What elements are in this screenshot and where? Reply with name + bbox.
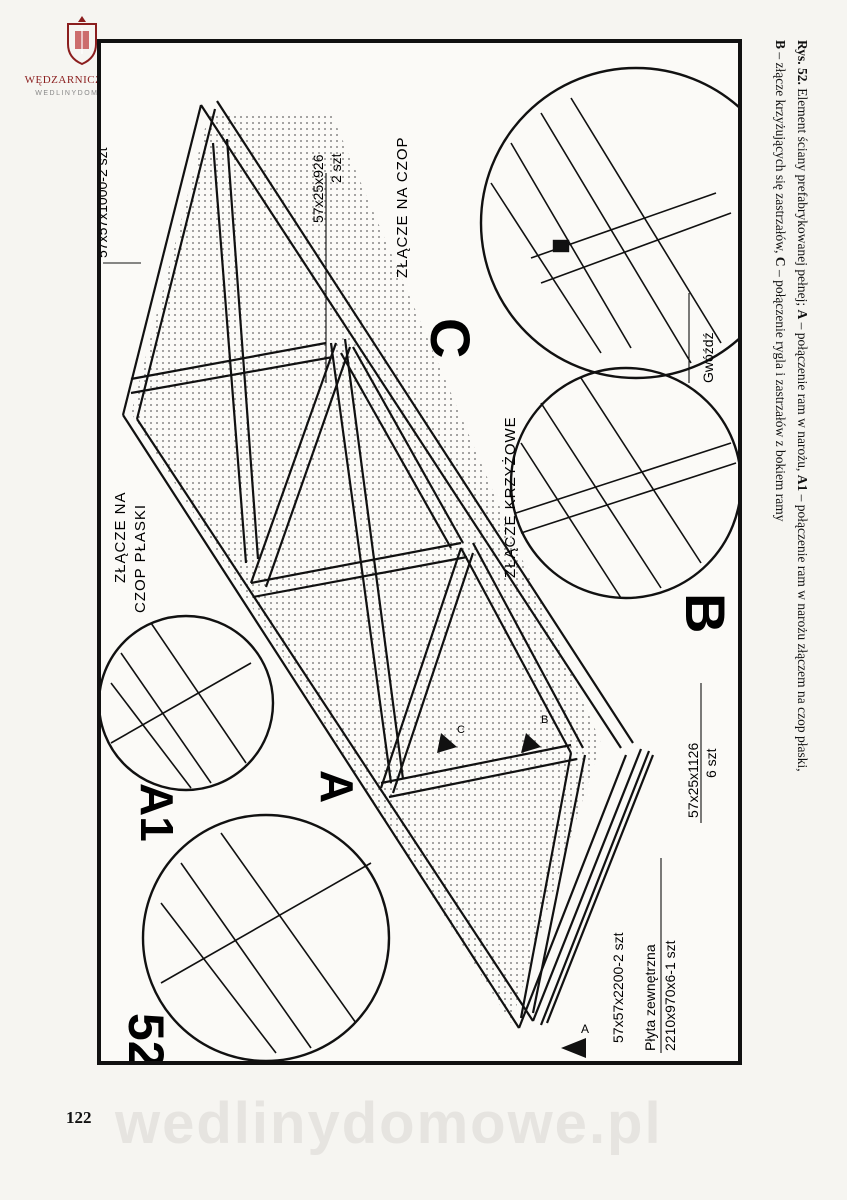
panel-infill <box>131 113 601 1023</box>
caption-desc: Element ściany prefabrykowanej pełnej; <box>795 84 810 310</box>
crest-icon <box>67 16 97 66</box>
joint-label-nail: Gwóźdź <box>700 332 716 383</box>
dim-stud-qty: 2 szt <box>328 153 344 183</box>
figure-number: 52 <box>118 1013 174 1061</box>
detail-circle-a <box>141 813 391 1061</box>
detail-circle-a1 <box>101 614 275 792</box>
frame-outline <box>121 100 655 1029</box>
dim-panel-2: 2210x970x6-1 szt <box>662 940 678 1051</box>
detail-label-c: C <box>419 318 482 358</box>
logo-subtitle: WEDLINYDOMOWE.PL <box>35 90 135 97</box>
detail-label-a1: A1 <box>131 783 183 842</box>
leader-lines <box>103 173 702 1053</box>
detail-circle-b <box>509 366 738 600</box>
arrow-a-icon <box>561 1038 586 1058</box>
view-arrows <box>437 733 586 1058</box>
arrow-label-a: A <box>581 1022 589 1036</box>
dim-stud: 57x25x926 <box>310 154 326 223</box>
arrow-c-icon <box>437 733 457 753</box>
figure-caption: Rys. 52. Element ściany prefabrykowanej … <box>763 40 813 1070</box>
caption-line-1: Rys. 52. Element ściany prefabrykowanej … <box>791 40 813 1070</box>
caption-desc-a1: – połączenie ram w narożu złączem na czo… <box>795 491 810 772</box>
caption-figure-ref: Rys. 52. <box>795 40 810 85</box>
caption-text: Rys. 52. Element ściany prefabrykowanej … <box>763 40 813 1070</box>
detail-circle-c <box>479 66 738 380</box>
dim-long-rail: 57x57x2200-2 szt <box>610 932 626 1043</box>
page-number: 122 <box>66 1108 92 1127</box>
detail-label-b: B <box>674 593 737 633</box>
arrow-b-icon <box>521 733 541 753</box>
caption-desc-c: – połączenie rygla i zastrzałów z bokiem… <box>773 266 788 522</box>
joint-label-cross: ZŁĄCZE KRZYŻOWE <box>501 416 519 578</box>
joint-label-flat-1: ZŁĄCZE NA <box>112 491 129 583</box>
joint-label-flat-2: CZOP PŁASKI <box>132 504 149 613</box>
caption-key-b: B <box>773 40 788 50</box>
dim-brace-qty: 6 szt <box>703 748 719 778</box>
arrow-label-c: C <box>457 724 465 736</box>
wall-element-drawing: 52 A1 A B C ZŁĄCZE NA CZOP PŁASKI ZŁĄCZE… <box>101 66 738 1061</box>
site-watermark: wedlinydomowe.pl <box>115 1091 663 1156</box>
dim-top-rail: 57x57x1000-2 szt <box>101 147 110 258</box>
caption-key-a1: A1 <box>795 474 810 492</box>
caption-desc-a: – połączenie ram w narożu, <box>795 319 810 475</box>
figure-frame: 52 A1 A B C ZŁĄCZE NA CZOP PŁASKI ZŁĄCZE… <box>97 39 742 1065</box>
dim-panel-1: Płyta zewnętrzna <box>642 944 658 1051</box>
caption-line-2: B – złącze krzyżujących się zastrzałów, … <box>769 40 791 1070</box>
detail-label-a: A <box>311 770 363 803</box>
arrow-label-b: B <box>541 714 548 726</box>
dim-brace: 57x25x1126 <box>685 743 701 818</box>
joint-label-tenon: ZŁĄCZE NA CZOP <box>394 136 411 278</box>
caption-desc-b: – złącze krzyżujących się zastrzałów, <box>773 49 788 257</box>
caption-key-c: C <box>773 256 788 267</box>
caption-key-a: A <box>795 309 810 320</box>
